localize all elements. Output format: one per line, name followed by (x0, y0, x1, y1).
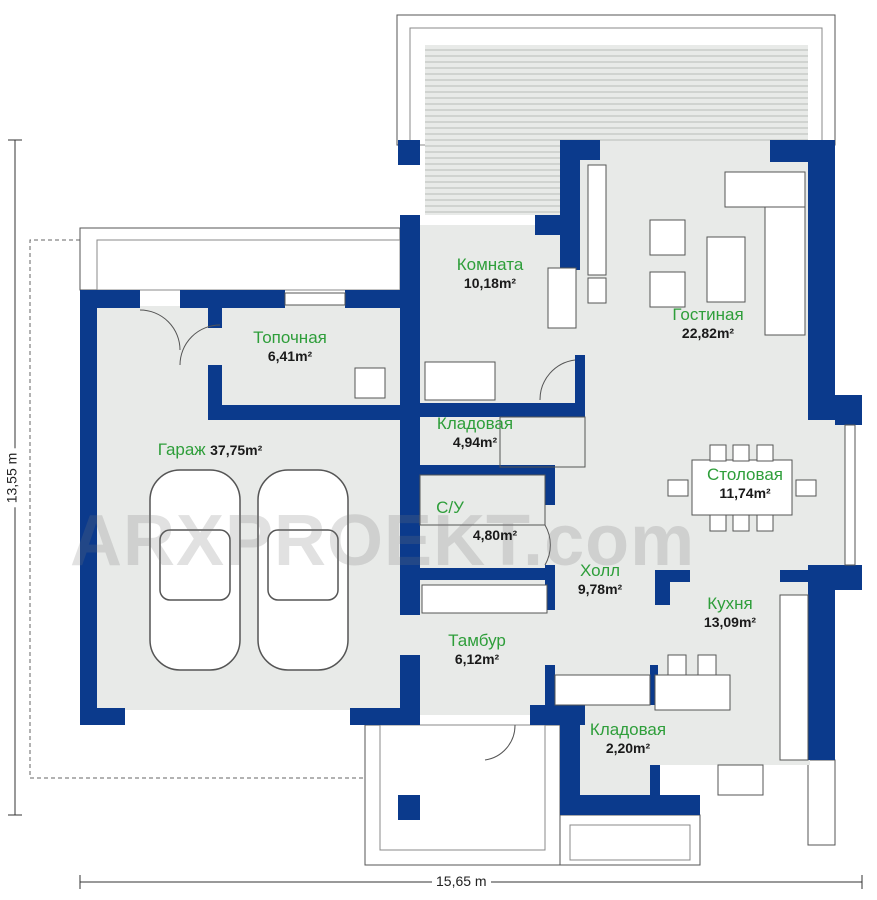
room-storage: Кладовая 4,94m² (437, 414, 513, 450)
room-name: Кухня (707, 594, 753, 613)
room-name: Кладовая (436, 414, 514, 433)
room-area: 4,94m² (452, 433, 498, 450)
room-kitchen: Кухня 13,09m² (704, 594, 756, 630)
room-area: 6,12m² (454, 650, 500, 667)
room-name: Столовая (706, 465, 784, 484)
room-area: 22,82m² (681, 324, 735, 341)
room-name: Гараж (157, 440, 206, 459)
room-name: Тамбур (448, 631, 506, 650)
room-area: 13,09m² (703, 613, 757, 630)
room-area: 6,41m² (267, 347, 313, 364)
room-bedroom: Комната 10,18m² (457, 255, 524, 291)
room-area: 37,75m² (210, 442, 263, 458)
height-dimension: 13,55 m (3, 448, 20, 508)
room-pantry: Кладовая 2,20m² (590, 720, 666, 756)
walls (80, 140, 862, 820)
room-name: Комната (456, 255, 524, 274)
room-name: С/У (436, 498, 464, 517)
room-boiler: Топочная 6,41m² (253, 328, 327, 364)
width-dimension: 15,65 m (432, 873, 491, 889)
room-bathroom-area: 4,80m² (473, 527, 517, 543)
room-name: Гостиная (672, 305, 744, 324)
room-area: 10,18m² (463, 274, 517, 291)
room-name: Топочная (253, 328, 327, 347)
room-dining: Столовая 11,74m² (707, 465, 783, 501)
room-area: 2,20m² (605, 739, 651, 756)
room-area: 9,78m² (577, 580, 623, 597)
furniture (354, 164, 817, 796)
door-swings (139, 309, 576, 761)
room-area: 11,74m² (719, 484, 771, 501)
room-vestibule: Тамбур 6,12m² (448, 631, 506, 667)
room-living: Гостиная 22,82m² (672, 305, 743, 341)
room-name: Кладовая (589, 720, 667, 739)
room-name: Холл (579, 561, 621, 580)
room-hall: Холл 9,78m² (578, 561, 622, 597)
watermark: ARXPROEKT.com (70, 501, 696, 581)
room-bathroom: С/У (436, 498, 464, 518)
room-garage: Гараж 37,75m² (158, 440, 263, 460)
cars (149, 469, 349, 671)
room-area: 4,80m² (472, 527, 518, 543)
